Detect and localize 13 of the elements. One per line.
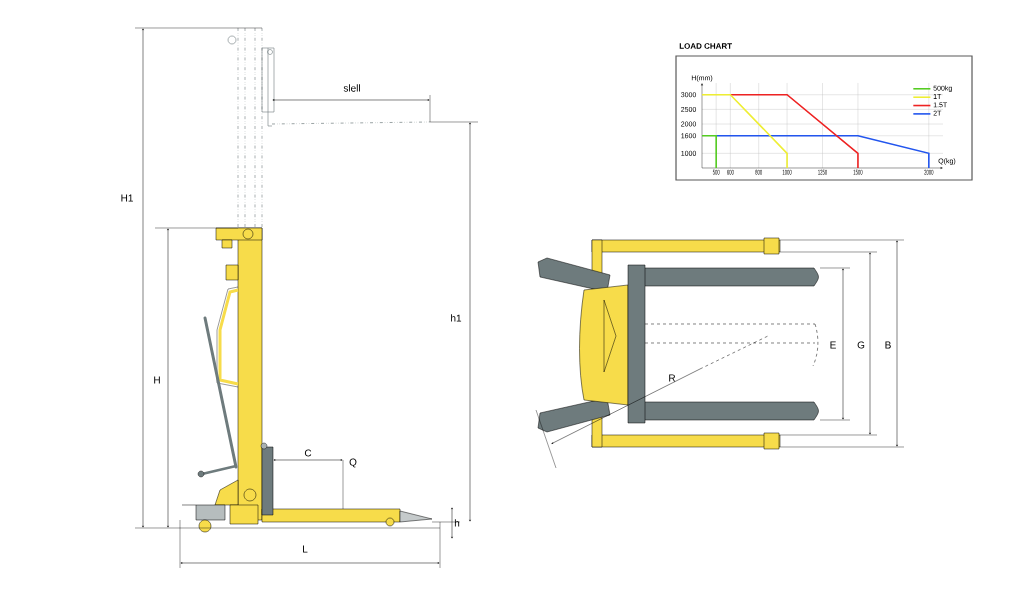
dimension-label: C [304,449,312,457]
dimension-label: H [154,376,160,384]
dimension-label: h1 [451,314,462,322]
dimension-label: L [303,545,308,553]
dimension-label: Q [349,458,357,468]
dimension-label: G [857,341,865,349]
chart-title: LOAD CHART [679,43,732,49]
dimension-label: h [454,519,460,527]
dimension-label: slell [343,84,360,92]
dimension-label: H1 [121,194,133,202]
dimension-label: B [885,341,891,349]
dimension-label: E [830,341,836,349]
dimension-label: R [669,374,676,382]
